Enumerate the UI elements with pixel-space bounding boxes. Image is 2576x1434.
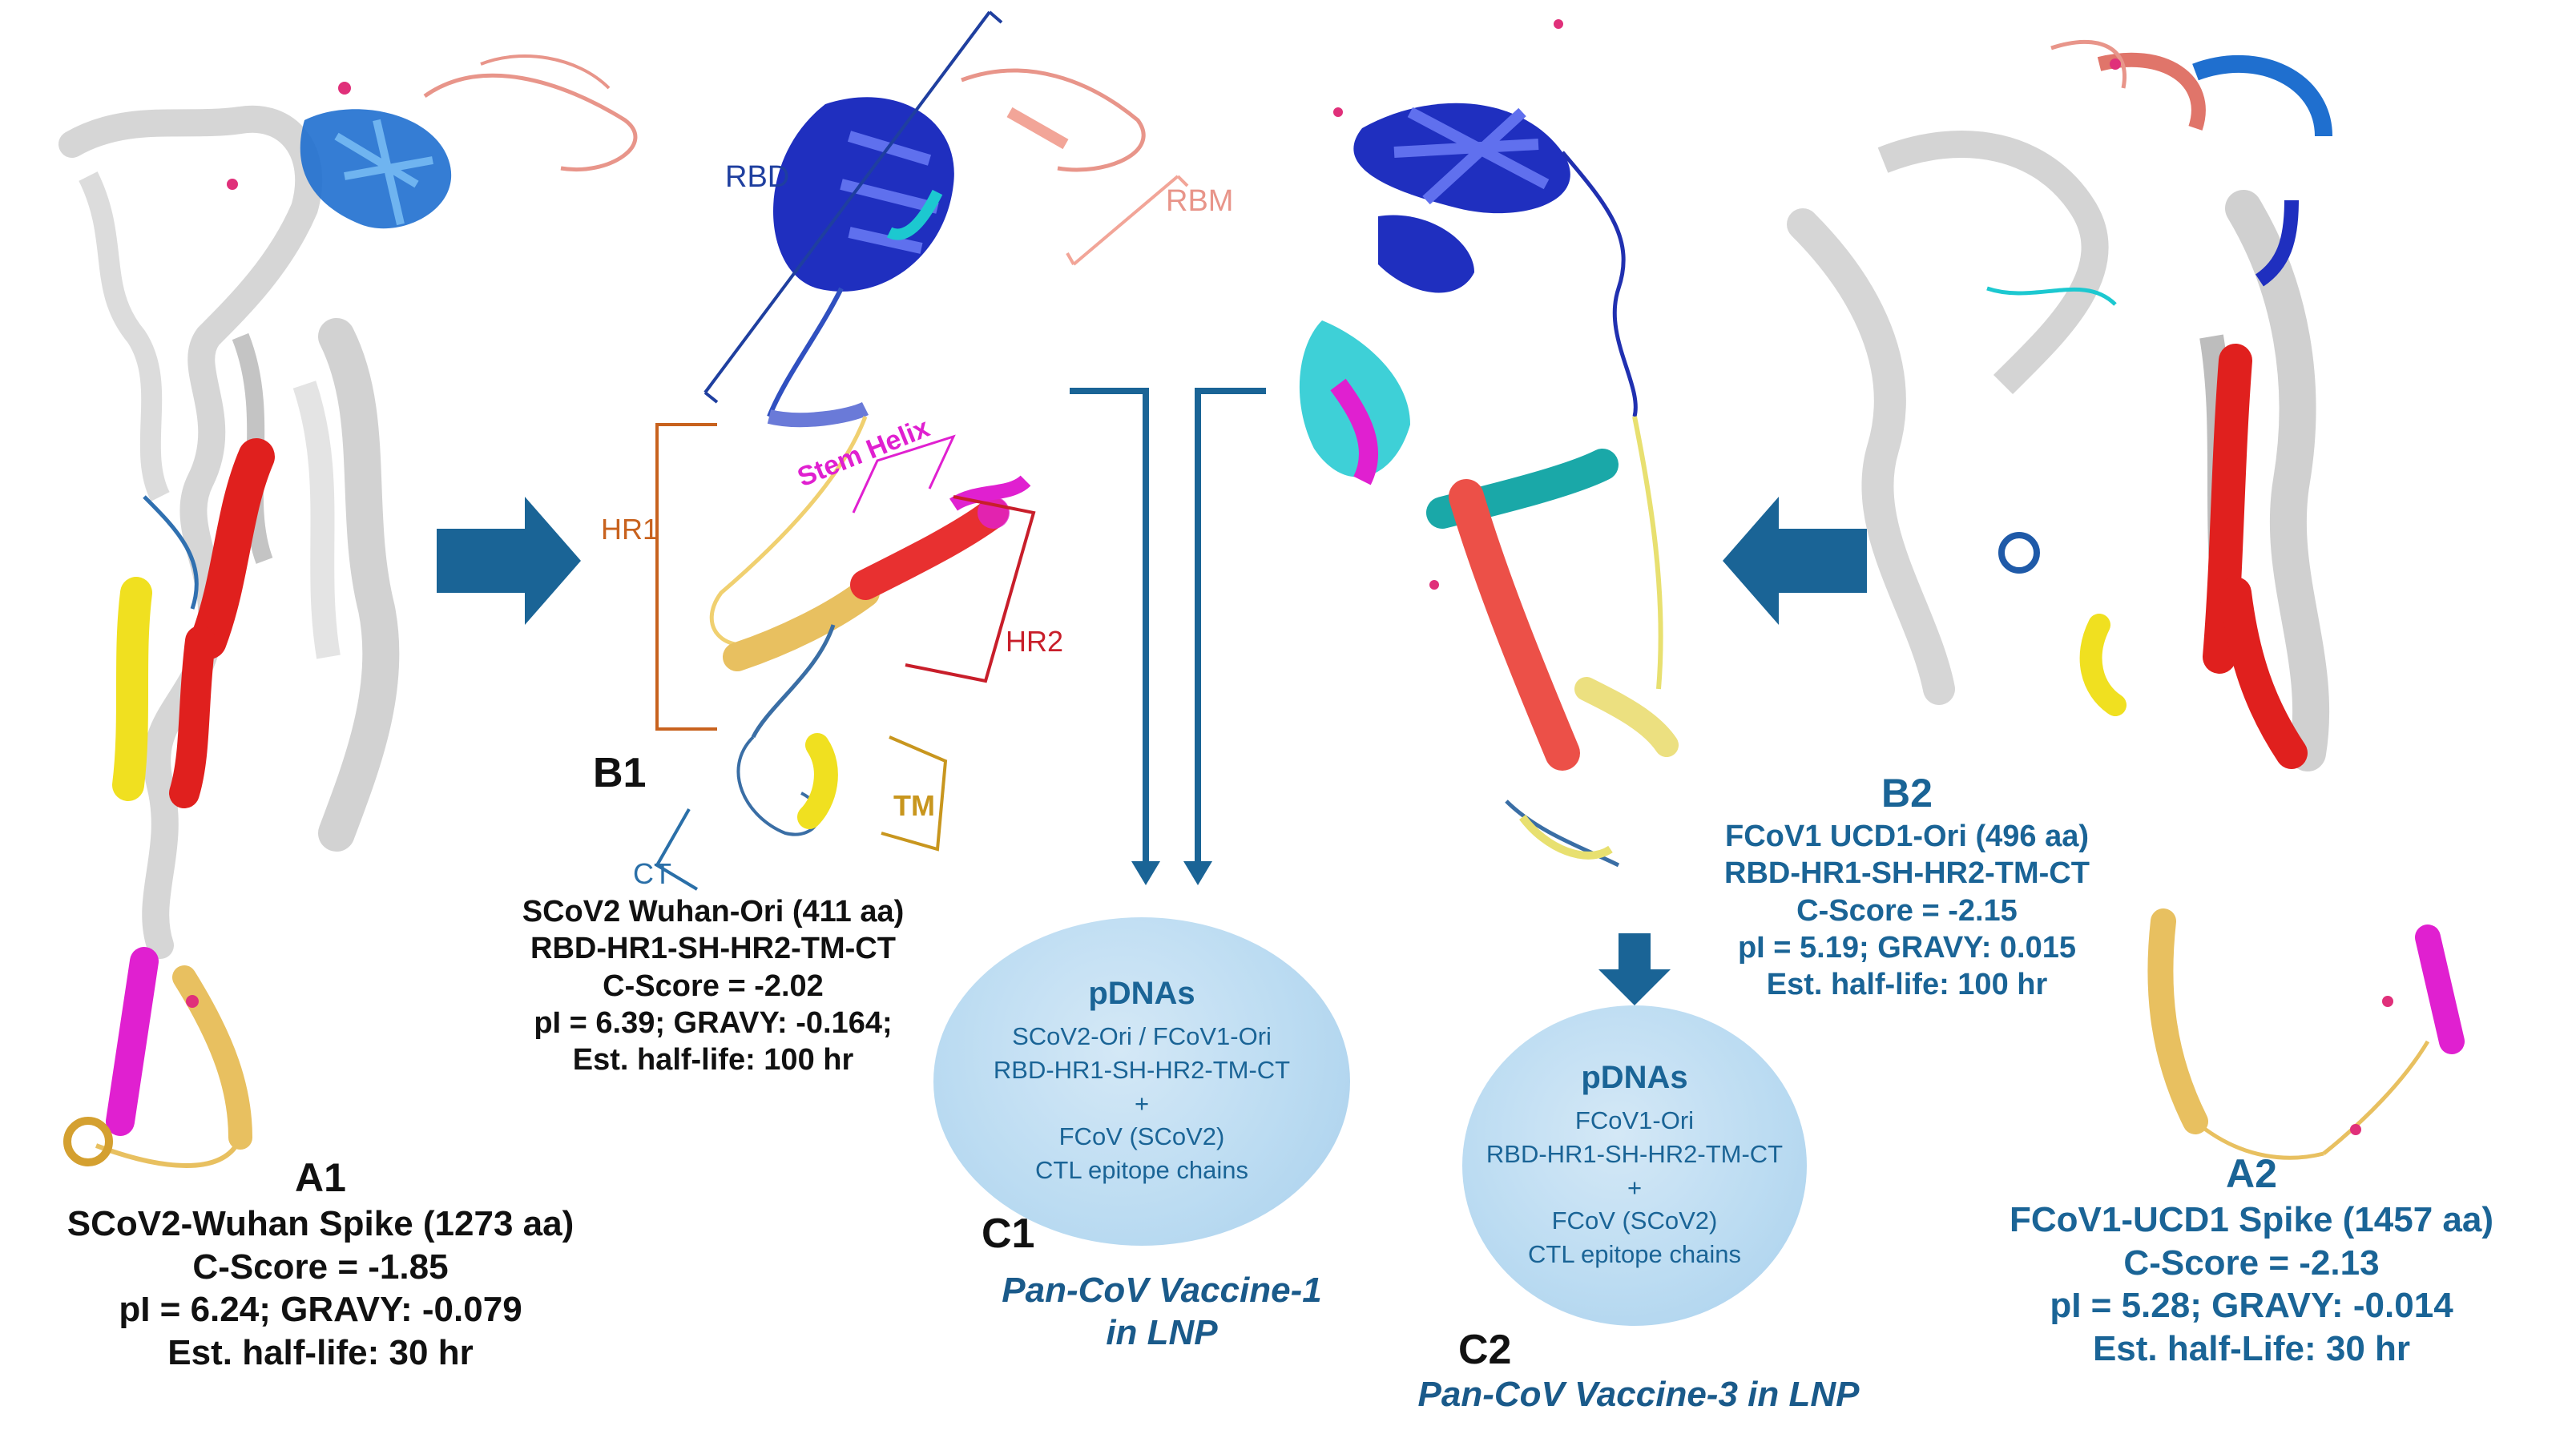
a1-info-line: SCoV2-Wuhan Spike (1273 aa) bbox=[67, 1204, 574, 1243]
a2-info-line: Est. half-Life: 30 hr bbox=[2092, 1329, 2411, 1369]
c1-circle-line: SCoV2-Ori / FCoV1-Ori bbox=[1012, 1021, 1272, 1050]
c1-vaccine-line: in LNP bbox=[1106, 1312, 1218, 1352]
a1-panel-label: A1 bbox=[295, 1155, 346, 1200]
a2-panel-label: A2 bbox=[2226, 1151, 2277, 1196]
c2-panel-label: C2 bbox=[1458, 1327, 1512, 1373]
merge-arrows bbox=[1070, 388, 1266, 885]
b2-info-line: pI = 5.19; GRAVY: 0.015 bbox=[1737, 931, 2077, 965]
b1-info-line: C-Score = -2.02 bbox=[603, 969, 824, 1003]
rbd-label: RBD bbox=[725, 160, 790, 194]
a2-info-block: A2 FCoV1-UCD1 Spike (1457 aa) C-Score = … bbox=[1955, 1150, 2548, 1371]
down-arrow-b2-to-c2 bbox=[1598, 933, 1671, 1005]
c1-vaccine-line: Pan-CoV Vaccine-1 bbox=[1002, 1271, 1322, 1310]
b1-info-line: Est. half-life: 100 hr bbox=[572, 1043, 854, 1078]
c1-vaccine-name: Pan-CoV Vaccine-1 in LNP bbox=[937, 1270, 1386, 1355]
a1-info-line: Est. half-life: 30 hr bbox=[167, 1333, 474, 1373]
c2-circle-line: CTL epitope chains bbox=[1528, 1240, 1741, 1269]
right-arrow-a1-to-b1 bbox=[437, 497, 581, 625]
c2-circle-line: + bbox=[1627, 1173, 1643, 1202]
c2-circle-line: RBD-HR1-SH-HR2-TM-CT bbox=[1486, 1139, 1784, 1168]
c1-circle-line: FCoV (SCoV2) bbox=[1058, 1122, 1225, 1151]
c2-vaccine-name: Pan-CoV Vaccine-3 in LNP bbox=[1417, 1375, 1860, 1414]
b2-info-line: RBD-HR1-SH-HR2-TM-CT bbox=[1724, 856, 2090, 891]
b1-construct-structure bbox=[655, 10, 1189, 891]
b2-info-line: Est. half-life: 100 hr bbox=[1766, 968, 2048, 1002]
b1-info-line: pI = 6.39; GRAVY: -0.164; bbox=[534, 1006, 893, 1041]
left-arrow-a2-to-b2 bbox=[1723, 497, 1867, 625]
b2-info-line: C-Score = -2.15 bbox=[1796, 893, 2018, 928]
b2-panel-label: B2 bbox=[1881, 771, 1933, 816]
b1-panel-label: B1 bbox=[593, 750, 647, 796]
tm-label: TM bbox=[893, 789, 935, 822]
c1-circle-title: pDNAs bbox=[1088, 975, 1195, 1011]
b2-construct-structure bbox=[1299, 19, 1679, 868]
a1-spike-structure bbox=[58, 54, 638, 1168]
b1-info-block: SCoV2 Wuhan-Ori (411 aa) RBD-HR1-SH-HR2-… bbox=[469, 893, 957, 1079]
a2-spike-structure bbox=[1787, 39, 2465, 1160]
a2-info-line: C-Score = -2.13 bbox=[2123, 1243, 2380, 1283]
rbm-label: RBM bbox=[1166, 184, 1234, 218]
hr2-label: HR2 bbox=[1006, 625, 1064, 658]
b2-info-block: B2 FCoV1 UCD1-Ori (496 aa) RBD-HR1-SH-HR… bbox=[1663, 769, 2151, 1004]
c2-pdna-circle: pDNAs FCoV1-Ori RBD-HR1-SH-HR2-TM-CT + F… bbox=[1462, 1005, 1807, 1326]
c2-circle-line: FCoV1-Ori bbox=[1574, 1106, 1695, 1134]
c1-pdna-circle: pDNAs SCoV2-Ori / FCoV1-Ori RBD-HR1-SH-H… bbox=[933, 917, 1350, 1246]
c1-circle-line: RBD-HR1-SH-HR2-TM-CT bbox=[993, 1055, 1291, 1084]
b2-info-line: FCoV1 UCD1-Ori (496 aa) bbox=[1724, 820, 2089, 853]
c2-circle-title: pDNAs bbox=[1581, 1059, 1688, 1095]
c1-panel-label: C1 bbox=[982, 1210, 1035, 1257]
a1-info-block: A1 SCoV2-Wuhan Spike (1273 aa) C-Score =… bbox=[16, 1154, 625, 1375]
c1-circle-line: + bbox=[1134, 1089, 1150, 1118]
b1-info-line: SCoV2 Wuhan-Ori (411 aa) bbox=[522, 895, 905, 928]
b1-info-line: RBD-HR1-SH-HR2-TM-CT bbox=[530, 932, 896, 966]
hr1-label: HR1 bbox=[601, 513, 659, 546]
ct-label: CT bbox=[633, 857, 671, 890]
a1-info-line: pI = 6.24; GRAVY: -0.079 bbox=[119, 1290, 522, 1330]
c1-circle-line: CTL epitope chains bbox=[1035, 1156, 1248, 1185]
a2-info-line: pI = 5.28; GRAVY: -0.014 bbox=[2050, 1286, 2453, 1326]
a1-info-line: C-Score = -1.85 bbox=[192, 1247, 449, 1287]
a2-info-line: FCoV1-UCD1 Spike (1457 aa) bbox=[2010, 1200, 2493, 1239]
c2-circle-line: FCoV (SCoV2) bbox=[1551, 1206, 1718, 1235]
